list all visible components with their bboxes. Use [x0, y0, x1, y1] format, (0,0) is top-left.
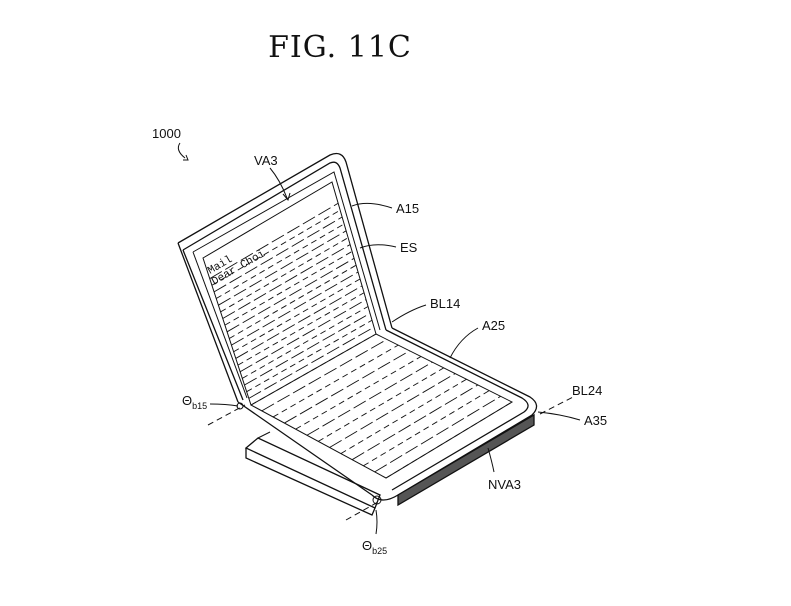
label-a35: A35 [584, 413, 607, 428]
screen-row-line [374, 395, 501, 473]
screen-row-line [248, 326, 375, 399]
screen-row-line [385, 401, 513, 479]
screen-row-line [239, 299, 367, 373]
label-nva3: NVA3 [488, 477, 521, 492]
label-va3: VA3 [254, 153, 278, 168]
screen-row-line [226, 257, 355, 333]
arrow-va3 [282, 192, 291, 202]
screen-row-line [216, 223, 345, 299]
screen-row-line [209, 202, 339, 279]
screen-row-line [329, 373, 456, 448]
screen-row-line [231, 271, 359, 346]
screen-row-line [363, 390, 490, 467]
leader-va3 [269, 167, 288, 199]
screen-row-line [284, 350, 410, 424]
screen-row-line [295, 356, 422, 430]
screen-row-line [237, 292, 365, 366]
screen-row-line [220, 237, 349, 313]
label-bl24: BL24 [572, 383, 602, 398]
lower-screen-rows [261, 339, 513, 479]
axis-b15-line [207, 404, 246, 426]
bl24-line [539, 395, 576, 415]
screen-row-line [235, 285, 363, 359]
screen-row-line [261, 339, 388, 412]
screen-row-line [244, 312, 371, 386]
figure-title: FIG. 11C [268, 30, 412, 65]
lower-panel [236, 327, 538, 507]
screen-row-line [351, 384, 479, 461]
leader-a15 [351, 202, 393, 209]
leader-b15 [209, 403, 239, 407]
screen-row-line [250, 333, 377, 406]
axis-b25-line [345, 501, 379, 521]
screen-row-line [246, 319, 373, 393]
leader-nva3 [487, 447, 495, 473]
screen-row-line [233, 278, 361, 353]
screen-row-line [306, 361, 433, 436]
label-a25: A25 [482, 318, 505, 333]
screen-row-line [318, 367, 444, 442]
leader-a35 [537, 411, 581, 421]
label-a15: A15 [396, 201, 419, 216]
upper-screen-rows [209, 202, 377, 406]
screen-row-line [340, 378, 467, 454]
leader-b25 [375, 509, 378, 535]
screen-row-line [272, 344, 399, 418]
leader-es [359, 244, 397, 249]
label-theta-b25: Θb25 [362, 538, 387, 556]
leader-a25 [449, 327, 479, 359]
leader-1000 [177, 142, 186, 159]
label-theta-b15: Θb15 [182, 393, 207, 411]
leader-bl14 [391, 304, 427, 323]
screen-row-line [224, 251, 353, 326]
label-bl14: BL14 [430, 296, 460, 311]
base-stand [244, 431, 381, 516]
screen-row-line [211, 209, 341, 286]
screen-row-line [213, 216, 343, 293]
screen-row-line [222, 244, 351, 319]
screen-row-line [218, 230, 347, 306]
arrow-1000 [183, 154, 189, 161]
screen-row-line [229, 264, 357, 339]
upper-panel [177, 152, 393, 406]
label-1000: 1000 [152, 126, 181, 141]
label-es: ES [400, 240, 418, 255]
screen-row-line [242, 306, 369, 379]
